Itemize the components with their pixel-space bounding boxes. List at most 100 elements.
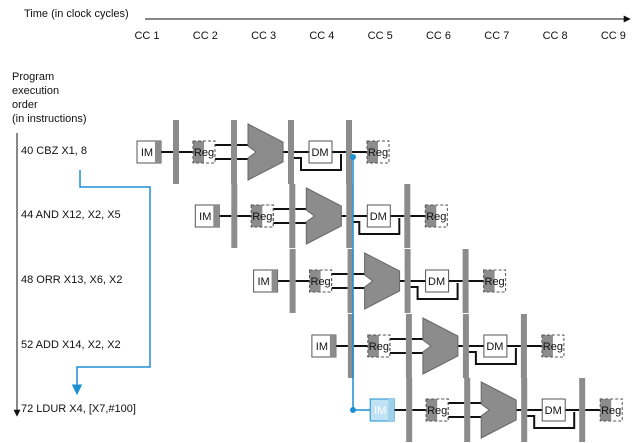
pipeline-register-if-id	[406, 378, 413, 442]
pipeline-row-wires	[277, 273, 484, 300]
reg-read-label: Reg	[194, 147, 214, 159]
instruction-label: 72 LDUR X4, [X7,#100]	[21, 403, 136, 415]
reg-write-label: Reg	[368, 147, 388, 159]
reg-read-label: Reg	[252, 211, 272, 223]
clock-cycle-label: CC 1	[134, 30, 160, 42]
pipeline-register-ex-mem	[462, 314, 469, 378]
pipeline-register-mem-wb	[404, 184, 411, 248]
program-order-label: Program execution order (in instructions…	[12, 70, 87, 126]
branch-resolve-dot-bottom	[350, 407, 356, 413]
reg-read-shade	[193, 141, 204, 163]
pipeline-register-mem-wb	[462, 249, 469, 313]
reg-read-label: Reg	[311, 276, 331, 288]
alu-shape	[480, 381, 517, 439]
pipeline-register-ex-mem	[288, 120, 294, 184]
clock-cycle-label: CC 5	[367, 30, 393, 42]
alu-shape	[305, 187, 342, 245]
pipeline-register-mem-wb	[520, 314, 527, 378]
im-label: IM	[374, 405, 386, 417]
clock-cycle-label: CC 9	[600, 30, 626, 42]
instruction-label: 44 AND X12, X2, X5	[21, 209, 121, 221]
reg-read-label: Reg	[427, 405, 447, 417]
pipeline-register-id-ex	[405, 314, 412, 378]
reg-read-shade	[251, 205, 263, 227]
dm-bypass-wire	[352, 218, 401, 235]
pipeline-register-ex-mem	[521, 378, 528, 442]
instruction-label: 48 ORR X13, X6, X2	[21, 274, 123, 286]
im-label: IM	[141, 147, 153, 159]
order-line: Program	[12, 71, 55, 83]
pipeline-register-if-id	[173, 120, 179, 184]
reg-write-label: Reg	[426, 211, 446, 223]
pipeline-register-id-ex	[231, 120, 237, 184]
reg-write-shade	[483, 270, 495, 292]
im-box-shade	[213, 205, 220, 227]
pipeline-register-id-ex	[289, 184, 296, 248]
reg-write-label: Reg	[485, 276, 505, 288]
dm-box	[541, 398, 566, 422]
pipeline-register-ex-mem	[346, 184, 353, 248]
dm-bypass-wire	[468, 348, 517, 365]
reg-write-shade	[541, 335, 553, 357]
dm-box	[483, 334, 508, 358]
clock-cycle-label: CC 7	[484, 30, 510, 42]
dm-label: DM	[370, 211, 387, 223]
pipeline-register-id-ex	[347, 249, 354, 313]
time-axis-label: Time (in clock cycles)	[24, 8, 129, 20]
reg-read-outline	[367, 334, 391, 358]
im-label: IM	[316, 341, 328, 353]
branch-resolve-dot-top	[350, 154, 356, 160]
dm-bypass-wire	[294, 154, 342, 171]
alu-shape	[247, 123, 284, 181]
pipeline-row: IM Reg DM Reg	[136, 120, 390, 184]
clock-cycle-label: CC 6	[425, 30, 452, 42]
pipeline-register-id-ex	[464, 378, 471, 442]
dm-label: DM	[486, 341, 503, 353]
im-box-shade	[388, 399, 395, 421]
dm-box	[366, 204, 391, 228]
alu-shape	[364, 252, 401, 310]
reg-write-shade	[367, 141, 378, 163]
im-label: IM	[257, 276, 269, 288]
reg-read-outline	[192, 140, 216, 164]
pipeline-register-mem-wb	[346, 120, 352, 184]
im-box-shade	[271, 270, 278, 292]
dm-box	[308, 140, 333, 164]
alu-shape	[422, 317, 459, 375]
pipeline-register-if-id	[347, 314, 354, 378]
reg-write-outline	[541, 334, 565, 358]
reg-write-label: Reg	[543, 341, 563, 353]
reg-write-label: Reg	[601, 405, 621, 417]
clock-cycle-label: CC 2	[192, 30, 218, 42]
reg-read-label: Reg	[369, 341, 389, 353]
im-box-shade	[329, 335, 336, 357]
instruction-label: 40 CBZ X1, 8	[21, 145, 88, 157]
reg-write-shade	[600, 399, 612, 421]
instruction-label: 52 ADD X14, X2, X2	[21, 339, 121, 351]
clock-cycle-label: CC 3	[251, 30, 277, 42]
reg-write-outline	[599, 398, 623, 422]
clock-cycle-label: CC 4	[309, 30, 335, 42]
reg-write-outline	[424, 204, 448, 228]
reg-read-outline	[309, 269, 333, 293]
pipeline-register-ex-mem	[404, 249, 411, 313]
pipeline-register-mem-wb	[579, 378, 586, 442]
dm-box	[425, 269, 450, 293]
reg-read-shade	[426, 399, 438, 421]
pipeline-row-wires	[394, 402, 601, 429]
clock-cycle-label: CC 8	[542, 30, 568, 42]
reg-write-outline	[483, 269, 507, 293]
im-label: IM	[199, 211, 211, 223]
dm-label: DM	[311, 147, 328, 159]
reg-write-shade	[425, 205, 437, 227]
pipeline-row-wires	[219, 208, 426, 235]
order-line: execution	[12, 85, 60, 97]
dm-bypass-wire	[527, 412, 576, 429]
pipeline-register-if-id	[231, 184, 238, 248]
reg-read-shade	[367, 335, 379, 357]
reg-read-outline	[250, 204, 274, 228]
im-box-shade	[155, 141, 161, 163]
pipeline-register-if-id	[289, 249, 296, 313]
